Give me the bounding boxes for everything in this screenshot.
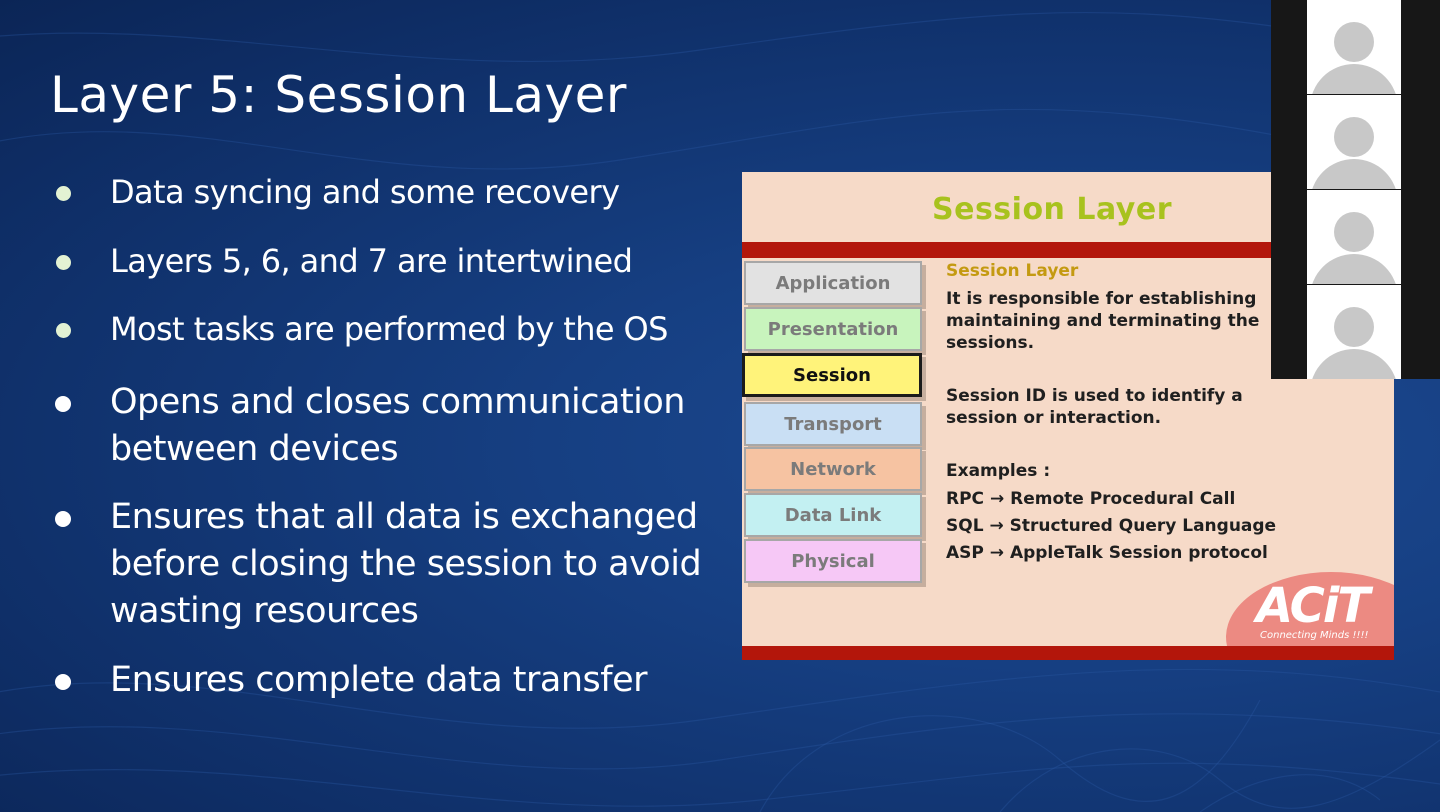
person-silhouette-icon	[1334, 212, 1374, 252]
bullet-line: Ensures that all data is exchanged	[110, 497, 698, 537]
osi-layer: Application	[744, 261, 922, 305]
osi-layer-label: Application	[775, 272, 891, 294]
osi-layer-label: Session	[793, 364, 871, 386]
person-silhouette-icon	[1334, 117, 1374, 157]
logo-text: ACiT	[1256, 578, 1370, 634]
description-text: It is responsible for establishing maint…	[946, 288, 1259, 354]
participants-panel	[1271, 0, 1440, 379]
bullet-text: Ensures that all data is exchanged befor…	[110, 494, 710, 635]
bullet-text: Data syncing and some recovery	[110, 173, 620, 211]
note-line: Session ID is used to identify a	[946, 386, 1243, 406]
person-silhouette-icon	[1334, 22, 1374, 62]
bullet-line: between devices	[110, 429, 399, 469]
acit-logo: ACiT Connecting Minds !!!!	[1226, 572, 1394, 646]
person-silhouette-body	[1310, 254, 1398, 284]
bullet-dot-icon	[55, 396, 71, 412]
osi-layer: Transport	[744, 402, 922, 446]
person-silhouette-body	[1310, 349, 1398, 379]
osi-layer: Presentation	[744, 307, 922, 351]
description-heading: Session Layer	[946, 261, 1079, 281]
bullet-dot-icon	[55, 674, 71, 690]
osi-layer: Physical	[744, 539, 922, 583]
example-item: SQL → Structured Query Language	[946, 516, 1277, 536]
session-id-note: Session ID is used to identify a session…	[946, 385, 1243, 429]
osi-layer-label: Physical	[791, 550, 875, 572]
embedded-title: Session Layer	[932, 192, 1172, 227]
embedded-session-layer-image: Session Layer Application Presentation S…	[742, 172, 1394, 660]
bullet-line: Opens and closes communication	[110, 382, 686, 422]
bullet-text: Most tasks are performed by the OS	[110, 310, 668, 348]
person-silhouette-body	[1310, 64, 1398, 94]
participant-tile[interactable]	[1307, 190, 1401, 284]
description-line: maintaining and terminating the	[946, 311, 1260, 331]
osi-layer: Data Link	[744, 493, 922, 537]
examples-heading: Examples :	[946, 461, 1051, 481]
participant-tile[interactable]	[1307, 285, 1401, 379]
bullet-text: Ensures complete data transfer	[110, 660, 648, 700]
participant-tile[interactable]	[1307, 0, 1401, 94]
bullet-dot-icon	[55, 511, 71, 527]
bullet-text: Layers 5, 6, and 7 are intertwined	[110, 242, 633, 280]
osi-layer-active: Session	[742, 353, 922, 397]
osi-layer: Network	[744, 447, 922, 491]
person-silhouette-body	[1310, 159, 1398, 189]
bullet-line: before closing the session to avoid	[110, 544, 702, 584]
description-line: It is responsible for establishing	[946, 289, 1257, 309]
bullet-dot-icon	[56, 323, 71, 338]
description-line: sessions.	[946, 333, 1035, 353]
red-divider-top	[742, 242, 1394, 258]
osi-layer-label: Data Link	[784, 504, 882, 526]
slide-title: Layer 5: Session Layer	[50, 66, 627, 124]
osi-layer-label: Network	[790, 458, 876, 480]
red-divider-bottom	[742, 646, 1394, 660]
bullet-dot-icon	[56, 255, 71, 270]
example-item: ASP → AppleTalk Session protocol	[946, 543, 1268, 563]
bullet-text: Opens and closes communication between d…	[110, 379, 710, 473]
logo-tagline: Connecting Minds !!!!	[1260, 630, 1369, 641]
bullet-dot-icon	[56, 186, 71, 201]
note-line: session or interaction.	[946, 408, 1162, 428]
examples-list: RPC → Remote Procedural Call SQL → Struc…	[946, 486, 1276, 567]
person-silhouette-icon	[1334, 307, 1374, 347]
example-item: RPC → Remote Procedural Call	[946, 489, 1236, 509]
osi-layer-label: Presentation	[767, 318, 899, 340]
bullet-line: wasting resources	[110, 591, 419, 631]
osi-layer-label: Transport	[784, 413, 882, 435]
participant-tile[interactable]	[1307, 95, 1401, 189]
